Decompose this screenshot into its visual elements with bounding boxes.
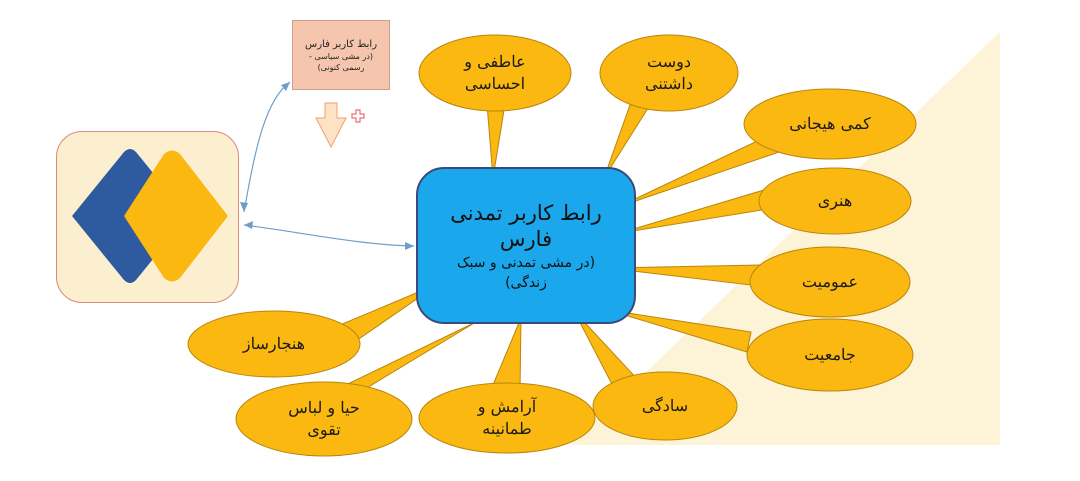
callout-label-generality: عمومیت — [770, 262, 890, 302]
callout-exciting — [743, 88, 917, 160]
down-arrow-icon — [315, 102, 347, 149]
callout-artistic — [758, 167, 912, 235]
callout-line: کمی هیجانی — [789, 114, 871, 133]
top-box-subtitle-line1: (در مشی سیاسی - — [308, 51, 374, 61]
top-box-title: رابط کاربر فارس — [304, 38, 378, 50]
callout-line: احساسی — [464, 74, 526, 93]
arrowhead-top-box — [281, 82, 290, 91]
callout-label-simplicity: سادگی — [605, 386, 725, 426]
callout-line: عاطفی و — [464, 52, 526, 71]
top-box-subtitle-line2: رسمی کنونی) — [317, 62, 365, 72]
callout-label-normative: هنجارساز — [208, 324, 340, 364]
callout-label-lovable: دوست داشتنی — [610, 43, 728, 103]
logo-yellow-diamond — [123, 150, 228, 282]
center-subtitle-line1: (در مشی تمدنی و سبک — [456, 254, 596, 271]
callout-label-emotional: عاطفی و احساسی — [429, 43, 561, 103]
center-title-line1: رابط کاربر تمدنی — [450, 200, 602, 225]
callout-tail-comprehensiveness — [607, 309, 752, 353]
callout-label-artistic: هنری — [775, 181, 895, 221]
arrowhead-logo-top — [240, 202, 248, 212]
callout-line: هنری — [817, 191, 853, 210]
callout-modesty — [235, 381, 413, 457]
center-subtitle-line2: زندگی) — [505, 274, 547, 291]
callout-line: داشتنی — [645, 74, 693, 93]
callout-simplicity — [592, 371, 738, 441]
callout-line: جامعیت — [804, 345, 856, 364]
plus-icon — [351, 109, 365, 123]
arrowhead-center — [405, 242, 414, 250]
logo-icon — [71, 149, 228, 283]
arrowhead-logo — [244, 221, 253, 229]
callout-generality — [749, 246, 911, 318]
callout-line: طمانینه — [482, 419, 532, 438]
callout-line: هنجارساز — [242, 334, 306, 353]
callout-tail-calmness — [489, 317, 522, 393]
callout-label-exciting: کمی هیجانی — [760, 104, 900, 144]
callout-emotional — [418, 34, 572, 112]
connector-logo-to-center — [243, 224, 415, 247]
callout-label-calmness: آرامش و طمانینه — [439, 388, 575, 448]
callout-line: آرامش و — [477, 397, 537, 416]
connector-top-box-to-logo — [243, 81, 291, 213]
callout-comprehensiveness — [746, 318, 914, 392]
callout-label-modesty: حیا و لباس تقوی — [256, 389, 392, 449]
callout-line: دوست — [647, 52, 691, 71]
callout-line: تقوی — [307, 420, 341, 439]
callout-normative — [187, 310, 361, 378]
center-title-line2: فارس — [499, 226, 553, 251]
logo-box — [56, 131, 239, 303]
callout-line: عمومیت — [801, 272, 859, 291]
callout-line: حیا و لباس — [288, 398, 360, 417]
callout-label-comprehensiveness: جامعیت — [770, 335, 890, 375]
top-box: رابط کاربر فارس (در مشی سیاسی - رسمی کنو… — [292, 20, 390, 90]
center-box: رابط کاربر تمدنی فارس (در مشی تمدنی و سب… — [416, 167, 636, 324]
callout-lovable — [599, 34, 739, 112]
callout-calmness — [418, 382, 596, 454]
callout-line: سادگی — [641, 396, 689, 415]
